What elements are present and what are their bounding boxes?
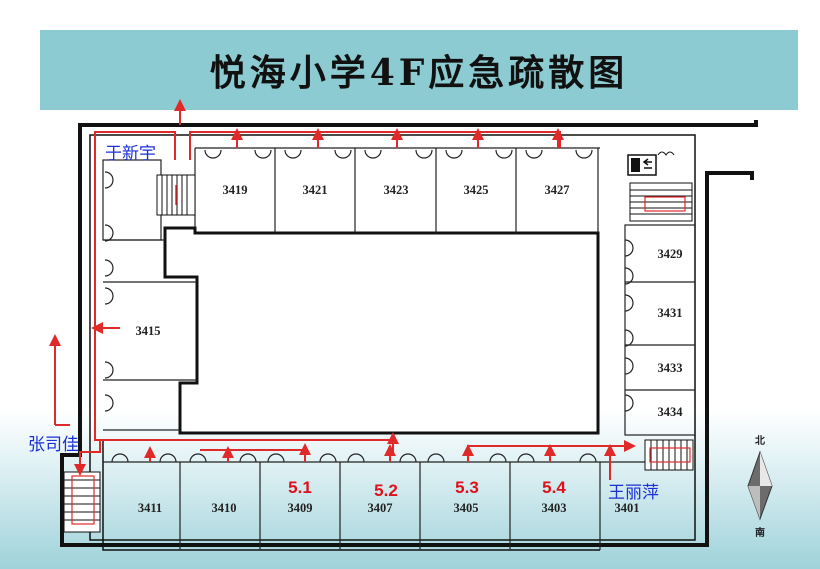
- courtyard: [163, 226, 600, 435]
- room-3407: 3407: [368, 501, 393, 515]
- outer-walls: [60, 120, 758, 547]
- room-3433: 3433: [658, 361, 683, 375]
- room-3429: 3429: [658, 247, 683, 261]
- stair-icon: [63, 471, 101, 533]
- background-gradient: [0, 410, 820, 569]
- person-bottom-right: 王丽萍: [608, 483, 659, 503]
- exit-label-5-3: 5.3: [455, 478, 479, 497]
- room-3419: 3419: [223, 183, 248, 197]
- title-band: 悦海小学4F应急疏散图: [40, 30, 798, 110]
- top-rooms: [194, 147, 600, 233]
- evacuation-routes: [49, 99, 636, 480]
- room-3427: 3427: [545, 183, 570, 197]
- stair-icon: [629, 182, 693, 222]
- room-3425: 3425: [464, 183, 489, 197]
- emergency-exit-sign-icon: [627, 151, 675, 176]
- room-3421: 3421: [303, 183, 328, 197]
- stair-icon: [644, 439, 694, 471]
- room-3415: 3415: [136, 324, 161, 338]
- right-rooms: [624, 224, 696, 436]
- exit-label-5-1: 5.1: [288, 478, 312, 497]
- compass-south-label: 南: [755, 526, 765, 539]
- compass-north-label: 北: [755, 434, 765, 447]
- room-3423: 3423: [384, 183, 409, 197]
- left-rooms: [102, 159, 197, 431]
- exit-label-5-2: 5.2: [374, 481, 398, 500]
- room-3403: 3403: [542, 501, 567, 515]
- person-bottom-left: 张司佳: [28, 435, 79, 455]
- room-3410: 3410: [212, 501, 237, 515]
- room-3431: 3431: [658, 306, 683, 320]
- room-3401: 3401: [615, 501, 640, 515]
- person-top-left: 于新宇: [105, 144, 156, 164]
- page-title: 悦海小学4F应急疏散图: [209, 52, 629, 94]
- stair-icon: [156, 174, 196, 216]
- room-3409: 3409: [288, 501, 313, 515]
- room-3405: 3405: [454, 501, 479, 515]
- exit-label-5-4: 5.4: [542, 478, 566, 497]
- room-3411: 3411: [138, 501, 162, 515]
- compass-icon: 北 南: [747, 434, 773, 539]
- room-3434: 3434: [658, 405, 684, 419]
- bottom-rooms: [103, 453, 645, 550]
